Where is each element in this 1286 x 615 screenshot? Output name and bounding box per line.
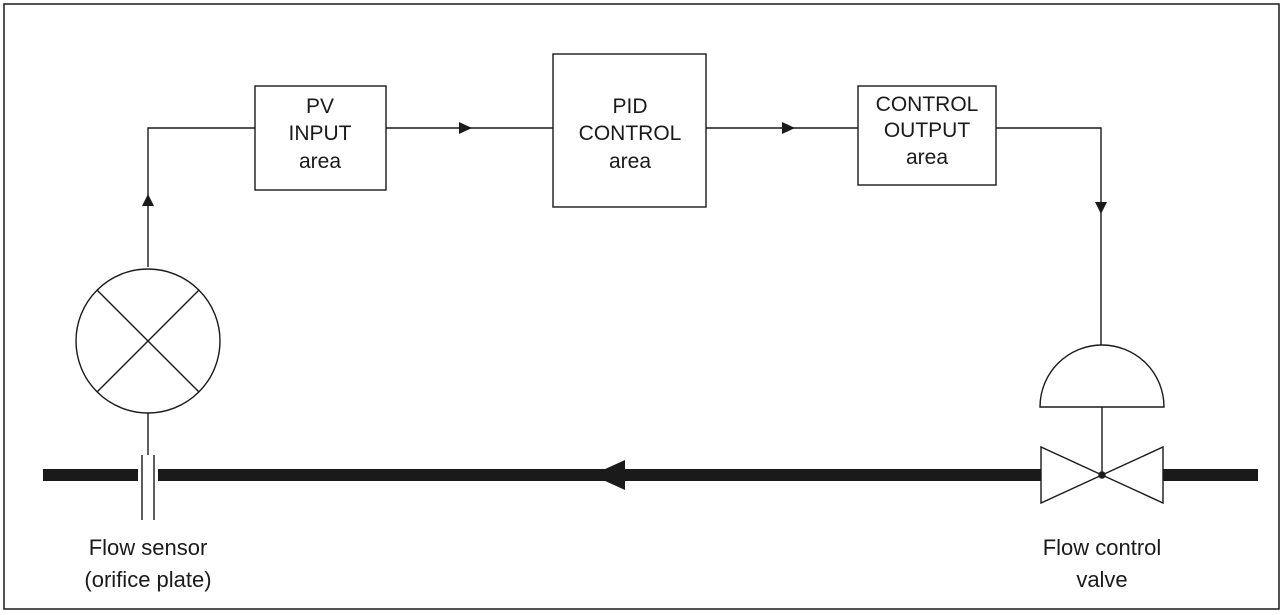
control-output-line-2: OUTPUT [884, 119, 971, 142]
control-output-block: CONTROL OUTPUT area [857, 85, 997, 186]
process-pipe [43, 460, 1258, 490]
flow-sensor-label-line-1: Flow sensor [89, 535, 208, 560]
arrow-right-icon [782, 122, 795, 134]
sensor-to-pv-line [147, 127, 255, 267]
signal-arrowheads [142, 122, 1107, 214]
valve-actuator-icon [1039, 344, 1165, 408]
pid-control-line-2: CONTROL [579, 122, 682, 145]
flow-control-valve-label-line-2: valve [1076, 567, 1127, 592]
flow-sensor-label-line-2: (orifice plate) [84, 567, 211, 592]
pid-control-block: PID CONTROL area [552, 53, 707, 208]
pv-input-line-3: area [299, 150, 341, 173]
pid-control-line-3: area [609, 150, 651, 173]
control-output-line-3: area [906, 146, 948, 169]
flow-sensor-symbol [75, 268, 221, 520]
diagram-frame [3, 3, 1280, 610]
pv-input-line-2: INPUT [289, 122, 352, 145]
control-output-line-1: CONTROL [876, 93, 979, 116]
arrow-down-icon [1095, 202, 1107, 214]
pv-input-line-1: PV [306, 95, 334, 118]
output-to-valve-line [996, 127, 1102, 366]
pid-control-line-1: PID [612, 95, 647, 118]
flow-control-valve-label-line-1: Flow control [1043, 535, 1162, 560]
flow-control-valve-symbol [1039, 344, 1165, 505]
pv-input-block: PV INPUT area [254, 85, 387, 191]
arrow-up-icon [142, 194, 154, 206]
flow-direction-arrow-icon [592, 460, 625, 490]
arrow-right-icon [459, 122, 472, 134]
